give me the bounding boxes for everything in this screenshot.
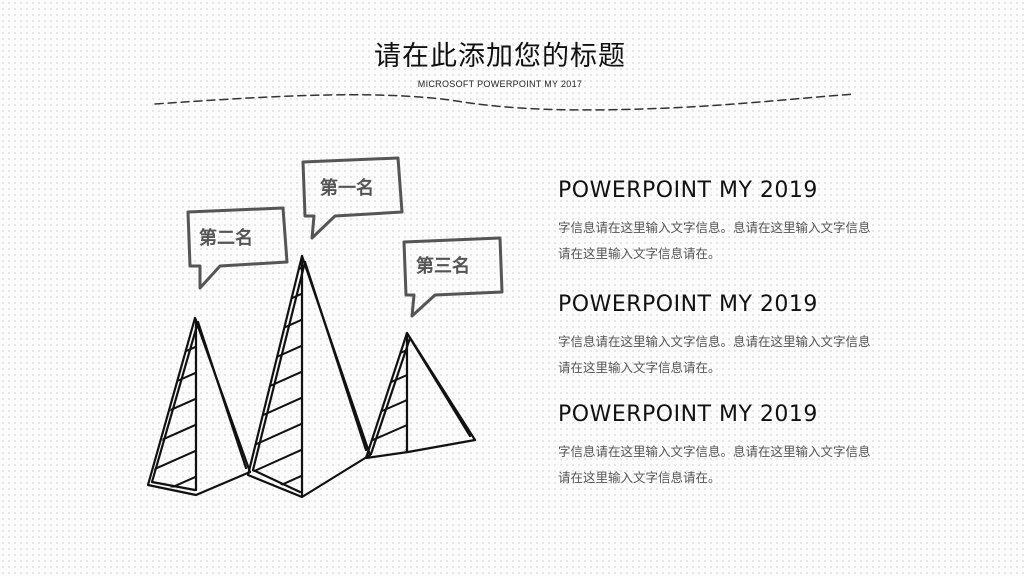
item-title: POWERPOINT MY 2019	[558, 402, 818, 427]
item-text: 字信息请在这里输入文字信息。息请在这里输入文字信息请在这里输入文字信息请在。	[558, 220, 871, 261]
content-item-2: POWERPOINT MY 2019 字信息请在这里输入文字信息。息请在这里输入…	[558, 292, 888, 381]
mountain-ranking-illustration	[146, 156, 504, 499]
rank-second-label: 第二名	[199, 228, 253, 249]
content-item-3: POWERPOINT MY 2019 字信息请在这里输入文字信息。息请在这里输入…	[558, 402, 888, 491]
content-item-1: POWERPOINT MY 2019 字信息请在这里输入文字信息。息请在这里输入…	[558, 178, 888, 267]
item-text: 字信息请在这里输入文字信息。息请在这里输入文字信息请在这里输入文字信息请在。	[558, 444, 871, 485]
slide-title: 请在此添加您的标题	[374, 41, 626, 72]
rank-third-label: 第三名	[416, 256, 470, 277]
rank-first-label: 第一名	[320, 178, 374, 199]
dashed-divider	[154, 93, 856, 111]
item-title: POWERPOINT MY 2019	[558, 178, 818, 203]
item-text: 字信息请在这里输入文字信息。息请在这里输入文字信息请在这里输入文字信息请在。	[558, 334, 871, 375]
slide-subtitle: MICROSOFT POWERPOINT MY 2017	[417, 79, 583, 89]
item-title: POWERPOINT MY 2019	[558, 292, 818, 317]
